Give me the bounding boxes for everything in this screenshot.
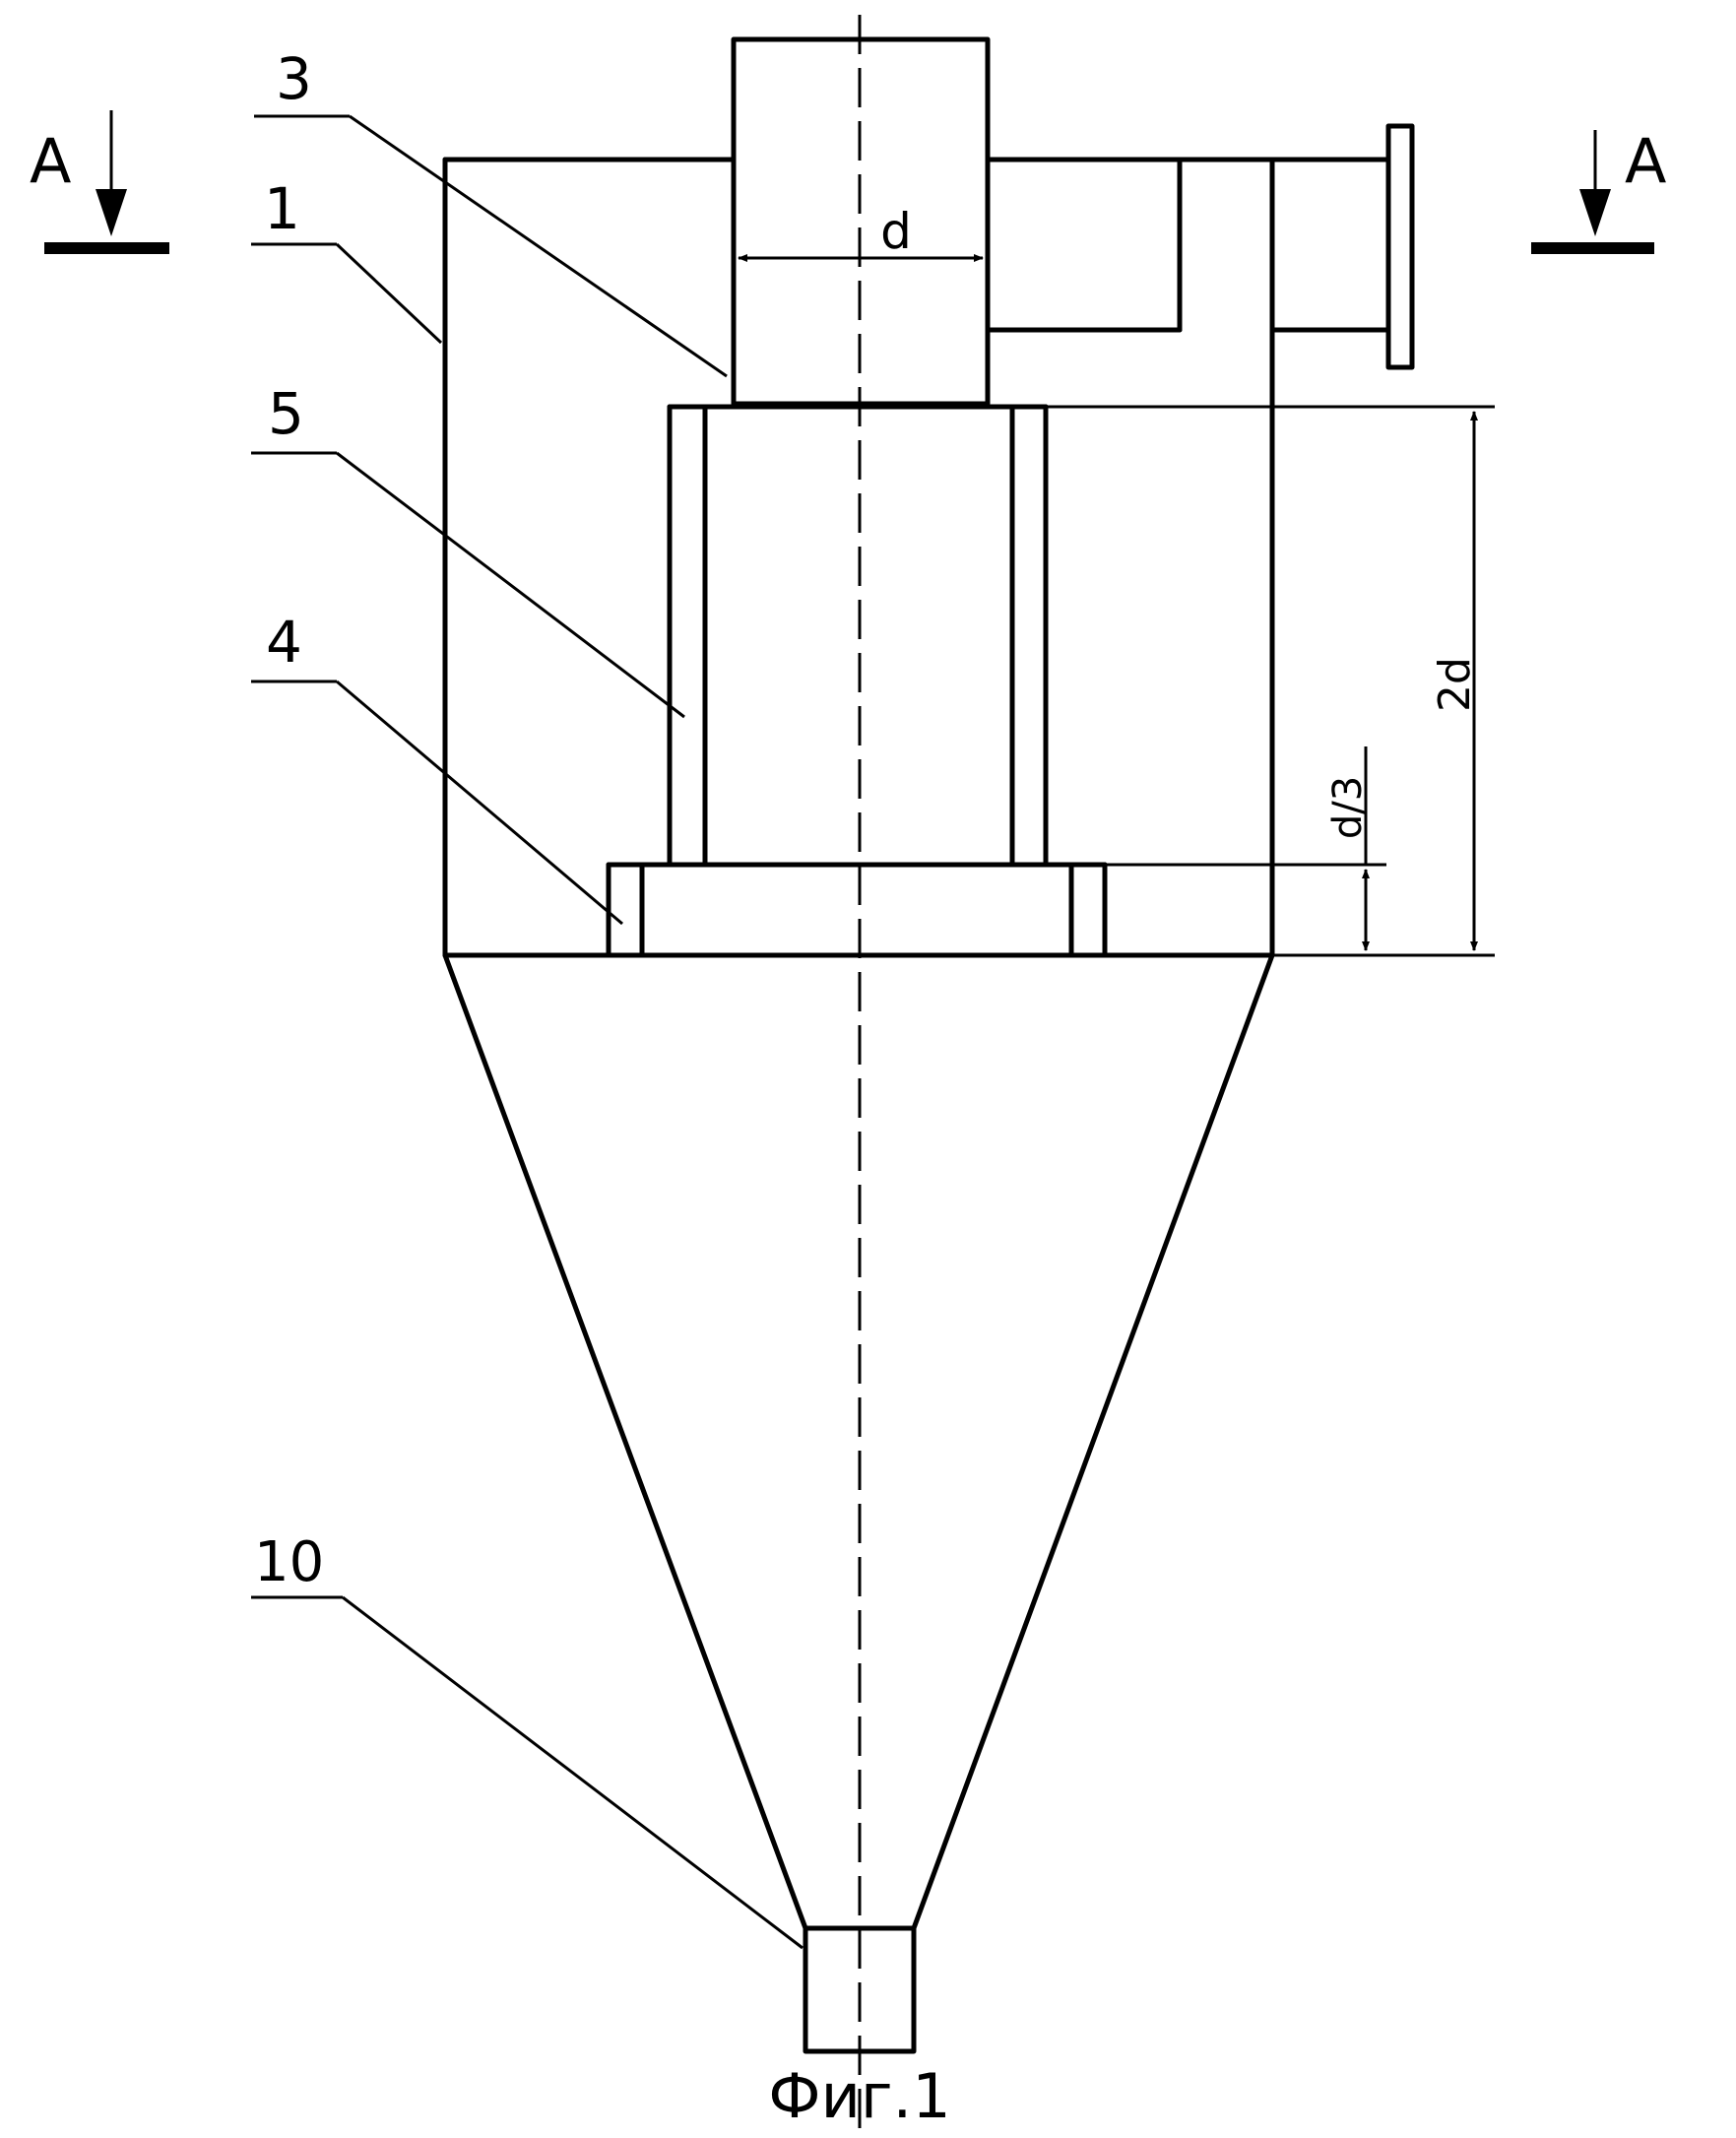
callout-10: 10 (251, 1530, 803, 1948)
section-mark-right: A (1531, 125, 1666, 248)
section-mark-left-label: A (30, 125, 71, 197)
callout-3-label: 3 (276, 45, 312, 112)
section-mark-left: A (30, 110, 169, 248)
callout-4-label: 4 (266, 609, 302, 676)
dimension-d3: d/3 (1105, 746, 1386, 950)
ring (609, 865, 1105, 955)
dimension-2d-label: 2d (1430, 657, 1480, 712)
section-mark-right-label: A (1625, 125, 1666, 197)
callout-10-label: 10 (254, 1530, 324, 1594)
callout-4: 4 (251, 609, 622, 924)
callout-1-label: 1 (264, 175, 300, 242)
figure-caption: Фиг.1 (768, 2060, 950, 2132)
callout-1: 1 (251, 175, 441, 343)
callout-5-label: 5 (268, 380, 304, 447)
tangential-inlet (988, 126, 1412, 367)
callout-3: 3 (254, 45, 727, 376)
sleeve (670, 407, 1046, 865)
inlet-flange (1388, 126, 1412, 367)
callout-5: 5 (251, 380, 684, 717)
dimension-d3-label: d/3 (1325, 776, 1371, 839)
dimension-d-label: d (880, 203, 912, 260)
